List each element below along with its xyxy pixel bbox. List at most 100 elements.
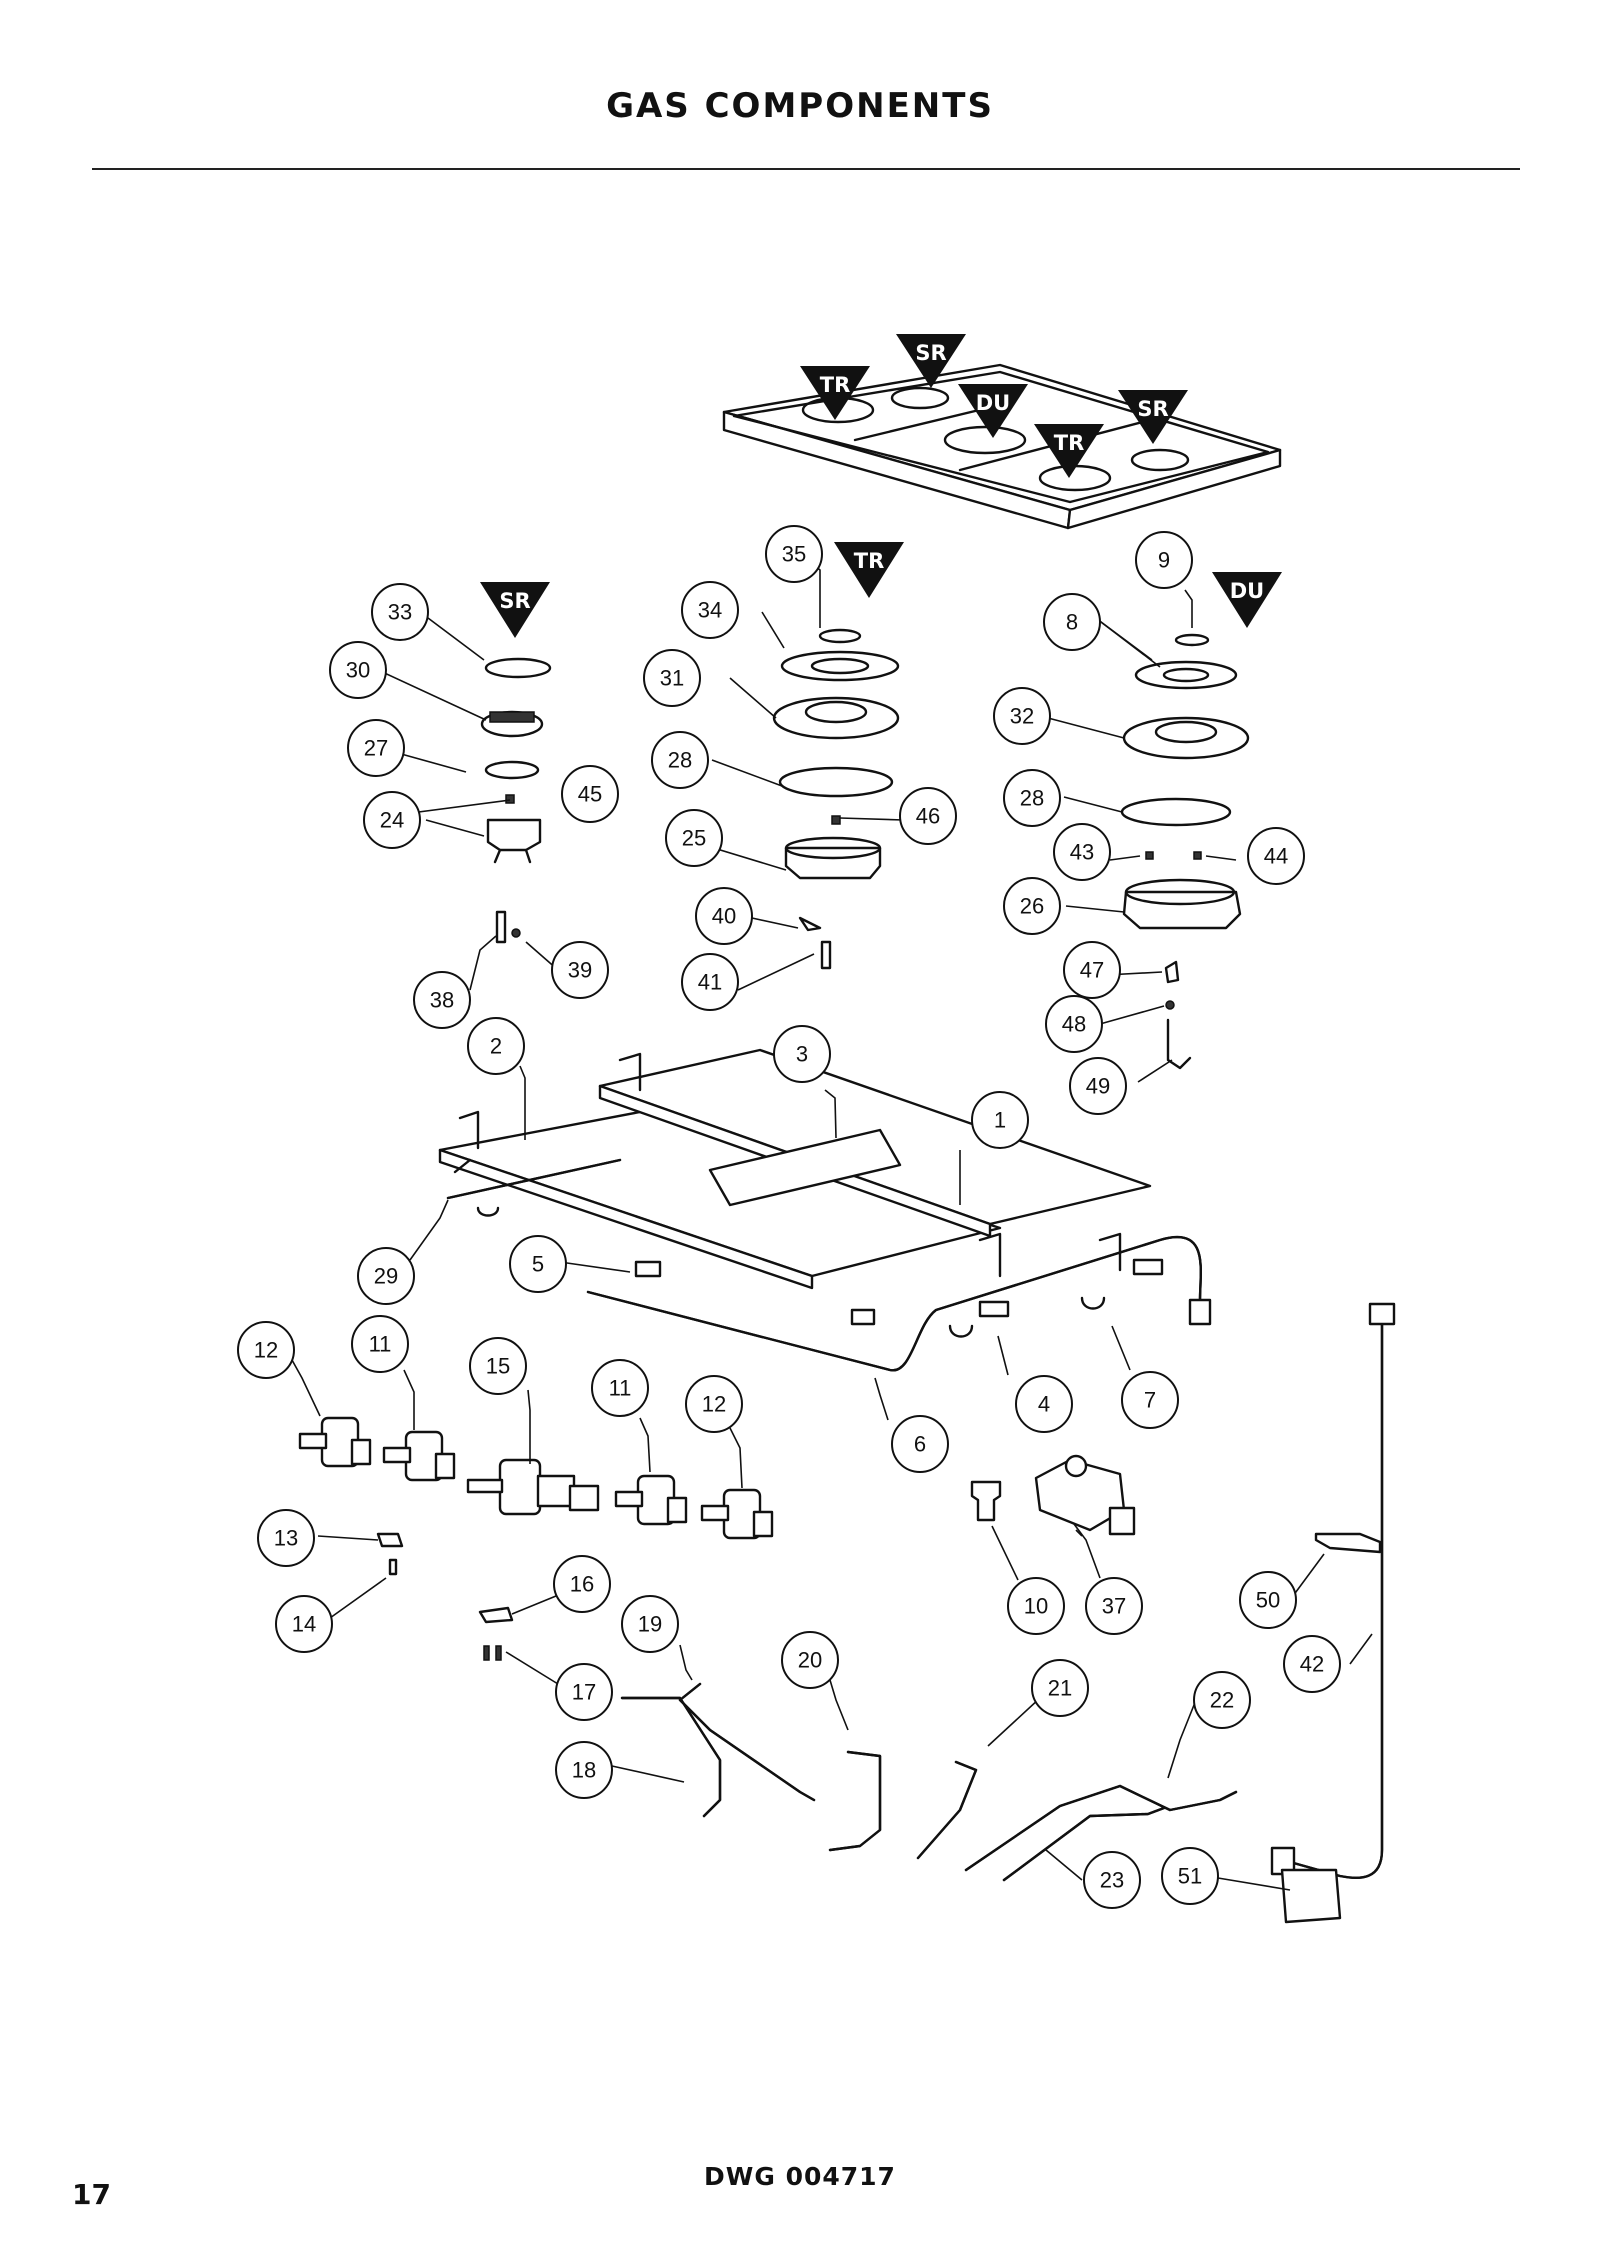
callout-41-label: 41 xyxy=(698,970,722,995)
callout-13: 13 xyxy=(257,1509,315,1567)
callout-26-label: 26 xyxy=(1020,894,1044,919)
callout-49: 49 xyxy=(1069,1057,1127,1115)
callout-30-label: 30 xyxy=(346,658,370,683)
callout-12-left-label: 12 xyxy=(254,1338,278,1363)
callout-15: 15 xyxy=(469,1337,527,1395)
callout-28-right: 28 xyxy=(1003,769,1061,827)
burner-gasket-small xyxy=(484,760,540,780)
callout-14: 14 xyxy=(275,1595,333,1653)
callout-8-label: 8 xyxy=(1066,610,1078,635)
callout-33-label: 33 xyxy=(388,600,412,625)
leader-lines xyxy=(291,559,1373,1891)
callout-15-label: 15 xyxy=(486,1354,510,1379)
callout-19: 19 xyxy=(621,1595,679,1653)
callout-12-right-label: 12 xyxy=(702,1392,726,1417)
callout-12-right: 12 xyxy=(685,1375,743,1433)
callout-38-label: 38 xyxy=(430,988,454,1013)
callout-39-label: 39 xyxy=(568,958,592,983)
badge-tr-top-left-label: TR xyxy=(820,373,851,397)
callout-3-label: 3 xyxy=(796,1042,808,1067)
page-number: 17 xyxy=(72,2178,111,2211)
callout-24: 24 xyxy=(363,791,421,849)
callout-21-label: 21 xyxy=(1048,1676,1072,1701)
callout-46: 46 xyxy=(899,787,957,845)
gas-manifold xyxy=(446,1158,1212,1372)
valve-11-right xyxy=(614,1474,688,1526)
callout-33: 33 xyxy=(371,583,429,641)
callout-34-label: 34 xyxy=(698,598,722,623)
callout-9-label: 9 xyxy=(1158,548,1170,573)
callout-5: 5 xyxy=(509,1235,567,1293)
badge-sr-left-stack: SR xyxy=(480,582,550,638)
valve-12-left xyxy=(298,1416,372,1468)
callout-32-label: 32 xyxy=(1010,704,1034,729)
valve-11-left xyxy=(382,1430,456,1482)
callout-5-label: 5 xyxy=(532,1252,544,1277)
callout-21: 21 xyxy=(1031,1659,1089,1717)
callout-23: 23 xyxy=(1083,1851,1141,1909)
badge-du-top-label: DU xyxy=(976,391,1010,415)
callout-24-label: 24 xyxy=(380,808,404,833)
callout-1-label: 1 xyxy=(994,1108,1006,1133)
callout-20: 20 xyxy=(781,1631,839,1689)
callout-16: 16 xyxy=(553,1555,611,1613)
callout-34: 34 xyxy=(681,581,739,639)
callout-10: 10 xyxy=(1007,1577,1065,1635)
callout-51-label: 51 xyxy=(1178,1864,1202,1889)
callout-47-label: 47 xyxy=(1080,958,1104,983)
badge-du-right-stack: DU xyxy=(1212,572,1282,628)
callout-50-label: 50 xyxy=(1256,1588,1280,1613)
badge-tr-top-right: TR xyxy=(1034,424,1104,478)
badge-sr-top-right-label: SR xyxy=(1137,397,1168,421)
callout-29: 29 xyxy=(357,1247,415,1305)
burner-stack-left xyxy=(480,657,552,864)
burner-cap-small xyxy=(484,657,552,679)
badge-du-top: DU xyxy=(958,384,1028,438)
badge-sr-top-label: SR xyxy=(915,341,946,365)
callout-11-left-label: 11 xyxy=(369,1332,392,1357)
spark-electrode-left xyxy=(495,910,521,944)
burner-base-small xyxy=(486,818,542,852)
callout-3: 3 xyxy=(773,1025,831,1083)
callout-44-label: 44 xyxy=(1264,844,1288,869)
callout-27: 27 xyxy=(347,719,405,777)
callout-10-label: 10 xyxy=(1024,1594,1048,1619)
callout-51: 51 xyxy=(1161,1847,1219,1905)
callout-42: 42 xyxy=(1283,1635,1341,1693)
badge-sr-top-right: SR xyxy=(1118,390,1188,444)
badge-du-right-stack-label: DU xyxy=(1230,579,1264,603)
callout-43: 43 xyxy=(1053,823,1111,881)
valve-12-right xyxy=(700,1488,774,1540)
badge-tr-center-stack: TR xyxy=(834,542,904,598)
callout-31: 31 xyxy=(643,649,701,707)
callout-42-label: 42 xyxy=(1300,1652,1324,1677)
callout-48-label: 48 xyxy=(1062,1012,1086,1037)
callout-35: 35 xyxy=(765,525,823,583)
support-frame xyxy=(438,1048,1164,1338)
callout-46-label: 46 xyxy=(916,804,940,829)
callout-50: 50 xyxy=(1239,1571,1297,1629)
callout-32: 32 xyxy=(993,687,1051,745)
callout-13-label: 13 xyxy=(274,1526,298,1551)
badge-tr-top-right-label: TR xyxy=(1054,431,1085,455)
gas-tubes xyxy=(620,1682,1238,1882)
callout-37-label: 37 xyxy=(1102,1594,1126,1619)
callout-4: 4 xyxy=(1015,1375,1073,1433)
callout-47: 47 xyxy=(1063,941,1121,999)
callout-28-right-label: 28 xyxy=(1020,786,1044,811)
callout-25-label: 25 xyxy=(682,826,706,851)
callout-20-label: 20 xyxy=(798,1648,822,1673)
inlet-pipe xyxy=(1270,1302,1396,1924)
callout-23-label: 23 xyxy=(1100,1868,1124,1893)
callout-14-label: 14 xyxy=(292,1612,316,1637)
drawing-number: DWG 004717 xyxy=(704,2162,896,2191)
badge-sr-top: SR xyxy=(896,334,966,388)
page-title: GAS COMPONENTS xyxy=(606,86,994,126)
callout-28-center-label: 28 xyxy=(668,748,692,773)
callout-30: 30 xyxy=(329,641,387,699)
callout-18-label: 18 xyxy=(572,1758,596,1783)
callout-22: 22 xyxy=(1193,1671,1251,1729)
callout-43-label: 43 xyxy=(1070,840,1094,865)
callout-11-right: 11 xyxy=(591,1359,649,1417)
